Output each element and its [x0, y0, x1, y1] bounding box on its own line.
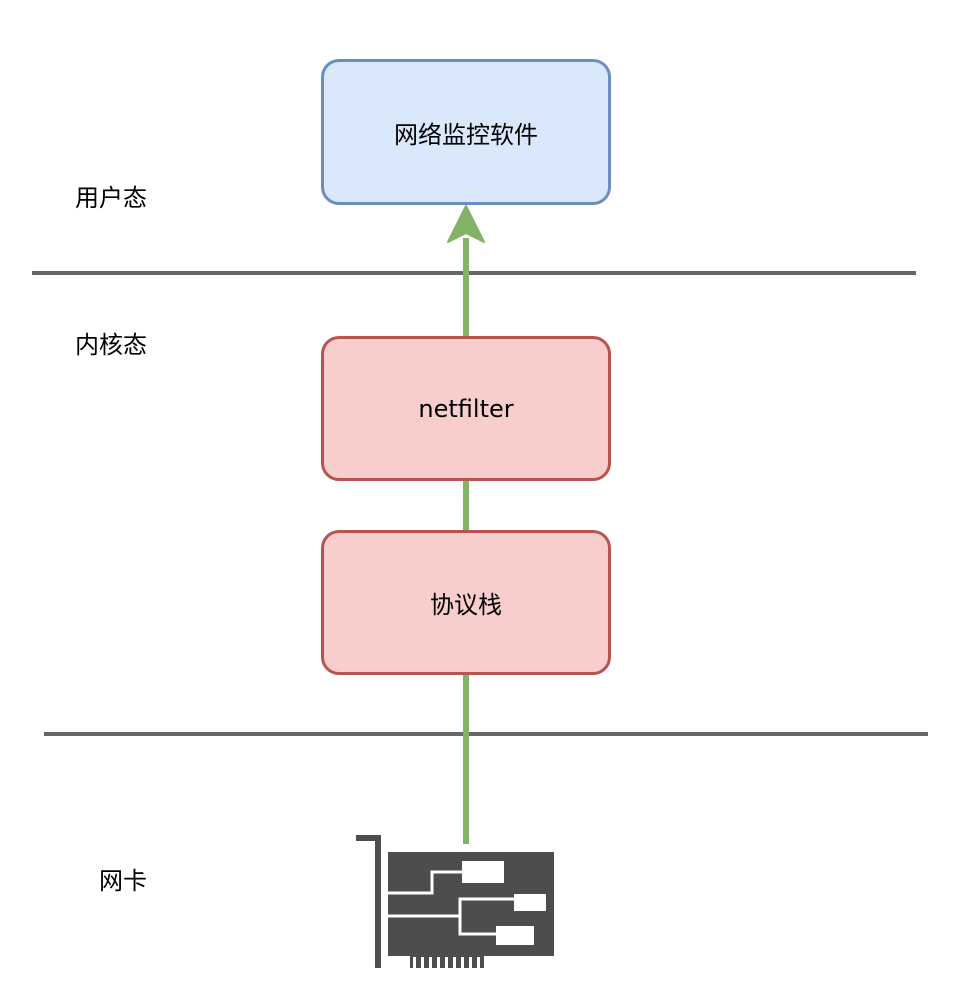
monitor-software-box: 网络监控软件: [321, 59, 611, 205]
up-arrow-head: [447, 205, 485, 243]
monitor-software-label: 网络监控软件: [394, 120, 538, 149]
protocol-stack-label: 协议栈: [430, 591, 502, 619]
netfilter-box: netfilter: [321, 336, 611, 481]
nic-label: 网卡: [99, 867, 147, 895]
kernel-space-label: 内核态: [75, 331, 147, 359]
protocol-stack-box: 协议栈: [321, 530, 611, 675]
netfilter-label: netfilter: [418, 394, 514, 423]
user-space-label: 用户态: [75, 184, 147, 212]
network-card-icon: [356, 835, 554, 968]
